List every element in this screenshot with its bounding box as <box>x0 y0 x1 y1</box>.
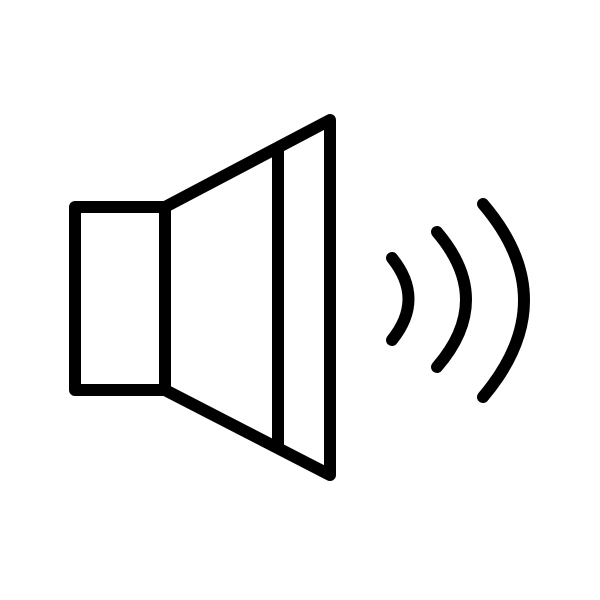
sound-wave-small <box>386 252 415 346</box>
sound-wave-large <box>477 198 530 403</box>
sound-wave-medium <box>431 226 472 373</box>
